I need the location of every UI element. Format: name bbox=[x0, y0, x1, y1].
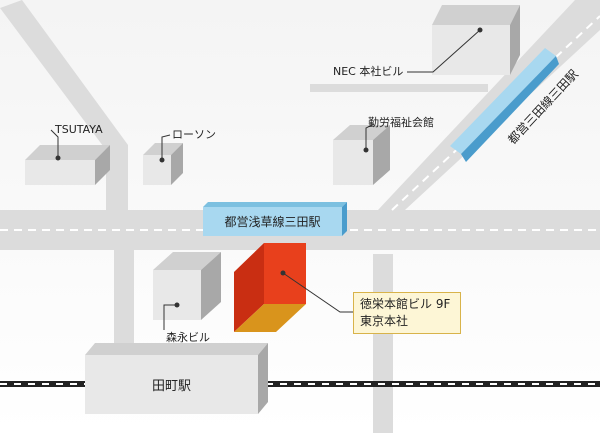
station-label-asakusa: 都営浅草線三田駅 bbox=[203, 207, 342, 236]
leader-dots bbox=[55, 27, 483, 308]
road-vertical-upper bbox=[110, 145, 128, 210]
buildings bbox=[25, 5, 520, 414]
building-tsutaya bbox=[25, 145, 110, 185]
target-callout: 徳栄本館ビル 9F 東京本社 bbox=[353, 292, 461, 334]
target-callout-line2: 東京本社 bbox=[360, 314, 409, 328]
platform-asakusa bbox=[203, 202, 347, 236]
landmark-label-morinaga: 森永ビル bbox=[166, 331, 210, 344]
landmark-label-tsutaya: TSUTAYA bbox=[55, 123, 103, 136]
station-label-asakusa-text: 都営浅草線三田駅 bbox=[224, 215, 321, 229]
leader-lines bbox=[50, 29, 481, 330]
road-vertical-lower-left bbox=[114, 250, 134, 360]
road-vertical-lower-right bbox=[373, 254, 393, 433]
landmark-label-kinro: 勤労福祉会館 bbox=[368, 116, 434, 129]
landmark-label-nec: NEC 本社ビル bbox=[333, 65, 404, 78]
station-label-tamachi-text: 田町駅 bbox=[151, 379, 191, 394]
building-tamachi-station bbox=[85, 343, 268, 414]
building-morinaga bbox=[153, 252, 221, 320]
station-label-tamachi: 田町駅 bbox=[85, 355, 258, 414]
landmark-label-lawson: ローソン bbox=[172, 128, 216, 141]
target-callout-line1: 徳栄本館ビル 9F bbox=[360, 297, 451, 311]
building-nec bbox=[432, 5, 520, 75]
platform-mita bbox=[450, 48, 559, 162]
building-lawson bbox=[143, 143, 183, 185]
building-kinro bbox=[333, 125, 390, 185]
road-nec bbox=[310, 84, 488, 92]
station-platforms bbox=[203, 48, 559, 236]
